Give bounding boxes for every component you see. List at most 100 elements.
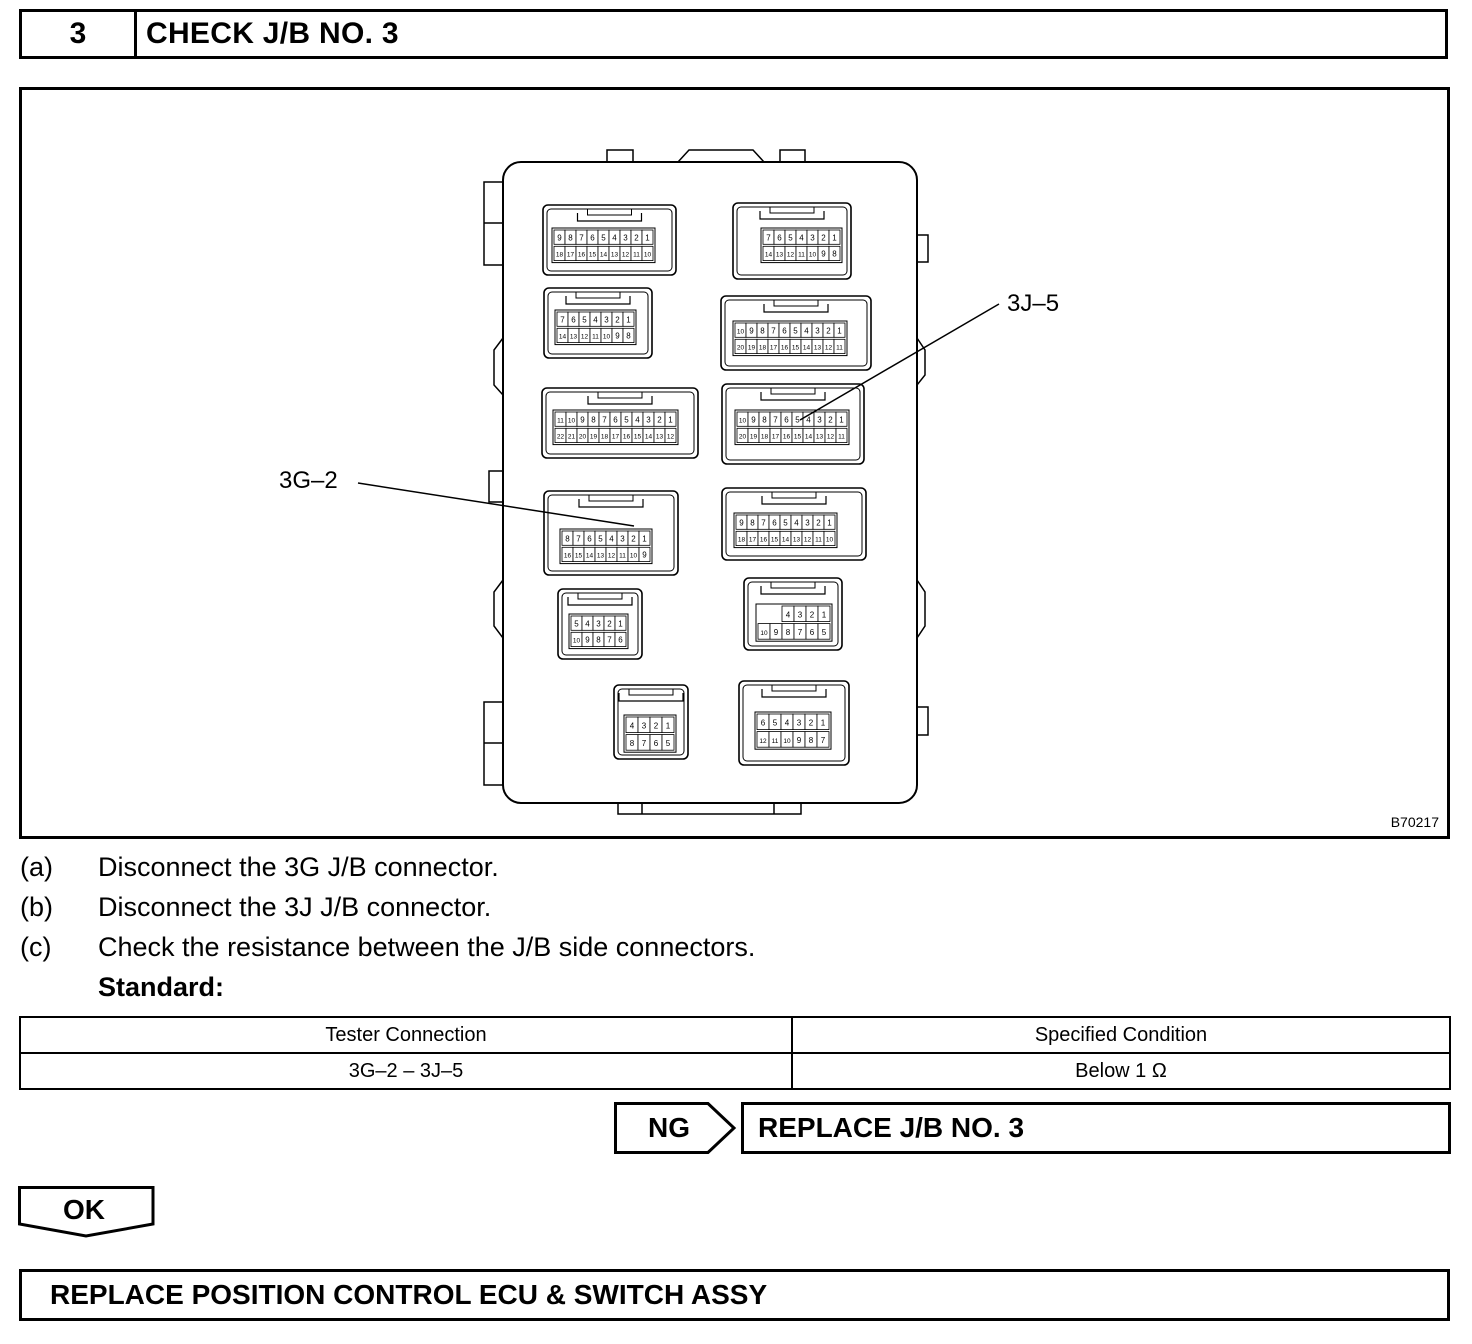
connector-latch — [759, 211, 825, 220]
pin-cell — [828, 245, 841, 262]
pin-number: 6 — [654, 739, 659, 748]
pin-number: 8 — [762, 415, 767, 424]
pin-number: 12 — [759, 738, 767, 745]
connector-latch-tab — [770, 581, 816, 589]
pin-number: 10 — [760, 630, 768, 637]
pin-number: 16 — [760, 537, 768, 544]
pin-number: 16 — [623, 434, 631, 441]
connector-latch-tab — [773, 299, 819, 307]
pin-number: 8 — [596, 636, 601, 645]
pin-number: 12 — [581, 334, 589, 341]
pin-number: 17 — [749, 537, 757, 544]
pin-number: 11 — [836, 345, 843, 352]
pin-number: 3 — [805, 518, 810, 527]
pin-number: 4 — [630, 722, 635, 731]
table-header-cell: Tester Connection — [19, 1016, 793, 1054]
pin-number: 18 — [601, 434, 609, 441]
pin-number: 21 — [568, 434, 576, 441]
pin-number: 12 — [667, 434, 675, 441]
connector-latch — [576, 213, 643, 222]
connector-latch — [761, 496, 827, 505]
pin-cell — [638, 530, 651, 546]
step-c-text: Check the resistance between the J/B sid… — [98, 932, 756, 962]
pin-number: 2 — [615, 315, 620, 324]
connector-latch — [565, 296, 631, 305]
pin-number: 6 — [761, 719, 766, 728]
pin-cell — [823, 514, 836, 530]
pin-number: 5 — [624, 415, 629, 424]
pin-number: 3 — [815, 326, 820, 335]
pin-number: 8 — [626, 332, 631, 341]
pin-number: 18 — [759, 345, 767, 352]
connector-latch-tab — [769, 206, 815, 214]
pin-cell — [823, 530, 836, 546]
connector-latch — [760, 392, 826, 401]
pin-number: 18 — [556, 252, 564, 259]
pin-cell — [833, 322, 846, 338]
pin-number: 2 — [631, 534, 636, 543]
pin-number: 2 — [816, 518, 821, 527]
pin-number: 11 — [592, 334, 599, 341]
connector-latch-tab — [771, 684, 817, 692]
pin-number: 14 — [805, 434, 813, 441]
pin-number: 14 — [559, 334, 567, 341]
pin-number: 17 — [567, 252, 575, 259]
table-cell: Below 1 Ω — [791, 1052, 1451, 1090]
pin-number: 17 — [770, 345, 778, 352]
pin-cell — [817, 623, 831, 640]
connector-latch-tab — [770, 387, 816, 395]
pin-number: 10 — [630, 553, 638, 560]
pin-grid-frame — [568, 613, 629, 650]
pin-number: 15 — [771, 537, 779, 544]
pin-number: 2 — [826, 326, 831, 335]
pin-number: 1 — [837, 326, 842, 335]
step-a-text: Disconnect the 3G J/B connector. — [98, 852, 499, 882]
ng-result-box: REPLACE J/B NO. 3 — [741, 1102, 1451, 1154]
pin-number: 1 — [827, 518, 832, 527]
pin-number: 11 — [838, 434, 845, 441]
pin-number: 15 — [589, 252, 597, 259]
callout-3j-5: 3J–5 — [1007, 290, 1060, 317]
pin-number: 16 — [578, 252, 586, 259]
pin-number: 2 — [810, 611, 815, 620]
pin-number: 16 — [564, 553, 572, 560]
pin-number: 1 — [642, 534, 647, 543]
pin-number: 10 — [826, 537, 834, 544]
ok-arrow-icon — [18, 1186, 155, 1238]
pin-grid-frame — [760, 227, 843, 264]
pin-number: 6 — [810, 628, 815, 637]
pin-number: 14 — [645, 434, 653, 441]
pin-number: 3 — [797, 719, 802, 728]
pin-grid-frame — [733, 512, 838, 549]
pin-number: 1 — [668, 415, 673, 424]
connector-latch — [760, 586, 826, 595]
pin-number: 3 — [604, 315, 609, 324]
pin-cell — [828, 229, 841, 245]
pin-number: 6 — [571, 315, 576, 324]
pin-number: 13 — [656, 434, 664, 441]
pin-number: 13 — [793, 537, 801, 544]
pin-cell — [622, 311, 635, 327]
pin-number: 16 — [783, 434, 791, 441]
pin-number: 4 — [609, 534, 614, 543]
pin-number: 7 — [773, 415, 778, 424]
pin-number: 8 — [786, 628, 791, 637]
pin-number: 1 — [618, 619, 623, 628]
pin-number: 7 — [576, 534, 581, 543]
pin-number: 1 — [839, 415, 844, 424]
pin-grid-frame — [552, 409, 679, 446]
pin-number: 10 — [568, 417, 576, 424]
pin-number: 10 — [783, 738, 791, 745]
pin-number: 5 — [773, 719, 778, 728]
pin-number: 1 — [822, 611, 827, 620]
pin-number: 6 — [782, 326, 787, 335]
connector-latch — [587, 396, 653, 405]
pin-number: 4 — [806, 415, 811, 424]
pin-number: 7 — [761, 518, 766, 527]
pin-number: 14 — [600, 252, 608, 259]
